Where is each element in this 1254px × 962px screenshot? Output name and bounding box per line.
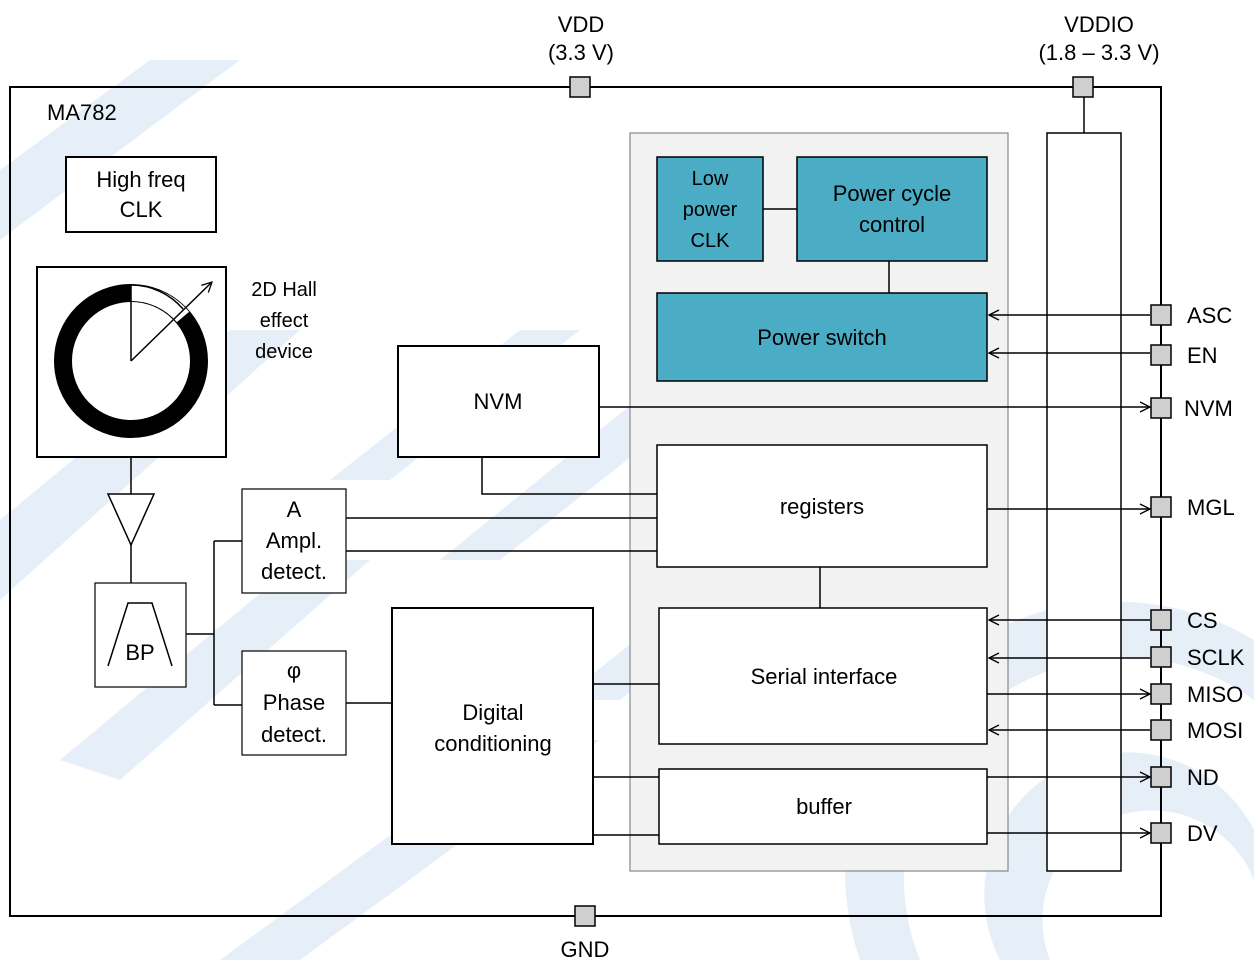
svg-text:Ampl.: Ampl. (266, 528, 322, 553)
svg-text:φ: φ (287, 658, 301, 683)
hall-label-3: device (255, 341, 313, 363)
pin-pad-dv (1150, 822, 1172, 844)
vddio-pad (1072, 76, 1094, 98)
pin-label-miso: MISO (1187, 682, 1243, 707)
power-switch-block: Power switch (656, 292, 988, 382)
phase-detect-block: φ Phase detect. (241, 650, 347, 756)
svg-text:control: control (859, 212, 925, 237)
svg-text:NVM: NVM (474, 389, 523, 414)
pin-pad-asc (1150, 304, 1172, 326)
svg-text:A: A (287, 497, 302, 522)
svg-text:Digital: Digital (462, 700, 523, 725)
pin-pad-en (1150, 344, 1172, 366)
vdd-label: VDD (558, 12, 604, 37)
high-freq-clk-block: High freq CLK (65, 156, 217, 233)
svg-text:Serial interface: Serial interface (751, 664, 898, 689)
amplifier-triangle (106, 493, 156, 547)
svg-text:BP: BP (125, 640, 154, 665)
svg-text:CLK: CLK (691, 230, 731, 252)
pin-label-mosi: MOSI (1187, 718, 1243, 743)
svg-text:buffer: buffer (796, 794, 852, 819)
hall-arrow (130, 282, 212, 362)
bandpass-filter-block: BP (94, 582, 187, 688)
pin-pad-cs (1150, 609, 1172, 631)
gnd-pad (574, 905, 596, 927)
vdd-pad (569, 76, 591, 98)
svg-text:Phase: Phase (263, 690, 325, 715)
svg-text:CLK: CLK (120, 197, 163, 222)
svg-text:conditioning: conditioning (434, 731, 551, 756)
pin-pad-mgl (1150, 496, 1172, 518)
pin-label-sclk: SCLK (1187, 645, 1245, 670)
hall-label-1: 2D Hall (251, 279, 317, 301)
svg-text:Power switch: Power switch (757, 325, 887, 350)
amplitude-detect-block: A Ampl. detect. (241, 488, 347, 594)
pin-label-asc: ASC (1187, 303, 1232, 328)
pin-label-mgl: MGL (1187, 495, 1235, 520)
svg-text:detect.: detect. (261, 722, 327, 747)
svg-text:Low: Low (692, 168, 729, 190)
pin-pad-mosi (1150, 719, 1172, 741)
serial-interface-block: Serial interface (658, 607, 988, 745)
registers-block: registers (656, 444, 988, 568)
pin-label-nvm: NVM (1184, 396, 1233, 421)
svg-text:registers: registers (780, 494, 864, 519)
hall-label-2: effect (260, 310, 309, 332)
pin-label-cs: CS (1187, 608, 1218, 633)
svg-text:power: power (683, 199, 738, 221)
vdd-value: (3.3 V) (548, 40, 614, 65)
io-column (1046, 132, 1122, 872)
pin-label-dv: DV (1187, 821, 1218, 846)
pin-pad-nvm (1150, 397, 1172, 419)
pin-pad-sclk (1150, 646, 1172, 668)
pin-label-en: EN (1187, 343, 1218, 368)
svg-text:High freq: High freq (96, 167, 185, 192)
hall-device-block (36, 266, 227, 458)
nvm-block: NVM (397, 345, 600, 458)
vddio-label: VDDIO (1064, 12, 1134, 37)
power-cycle-control-block: Power cycle control (796, 156, 988, 262)
gnd-label: GND (561, 937, 610, 962)
pin-pad-nd (1150, 766, 1172, 788)
svg-text:Power cycle: Power cycle (833, 181, 952, 206)
chip-name: MA782 (47, 100, 117, 125)
vddio-value: (1.8 – 3.3 V) (1038, 40, 1159, 65)
svg-text:detect.: detect. (261, 559, 327, 584)
low-power-clk-block: Low power CLK (656, 156, 764, 262)
buffer-block: buffer (658, 768, 988, 845)
pin-label-nd: ND (1187, 765, 1219, 790)
digital-conditioning-block: Digital conditioning (391, 607, 594, 845)
pin-pad-miso (1150, 683, 1172, 705)
